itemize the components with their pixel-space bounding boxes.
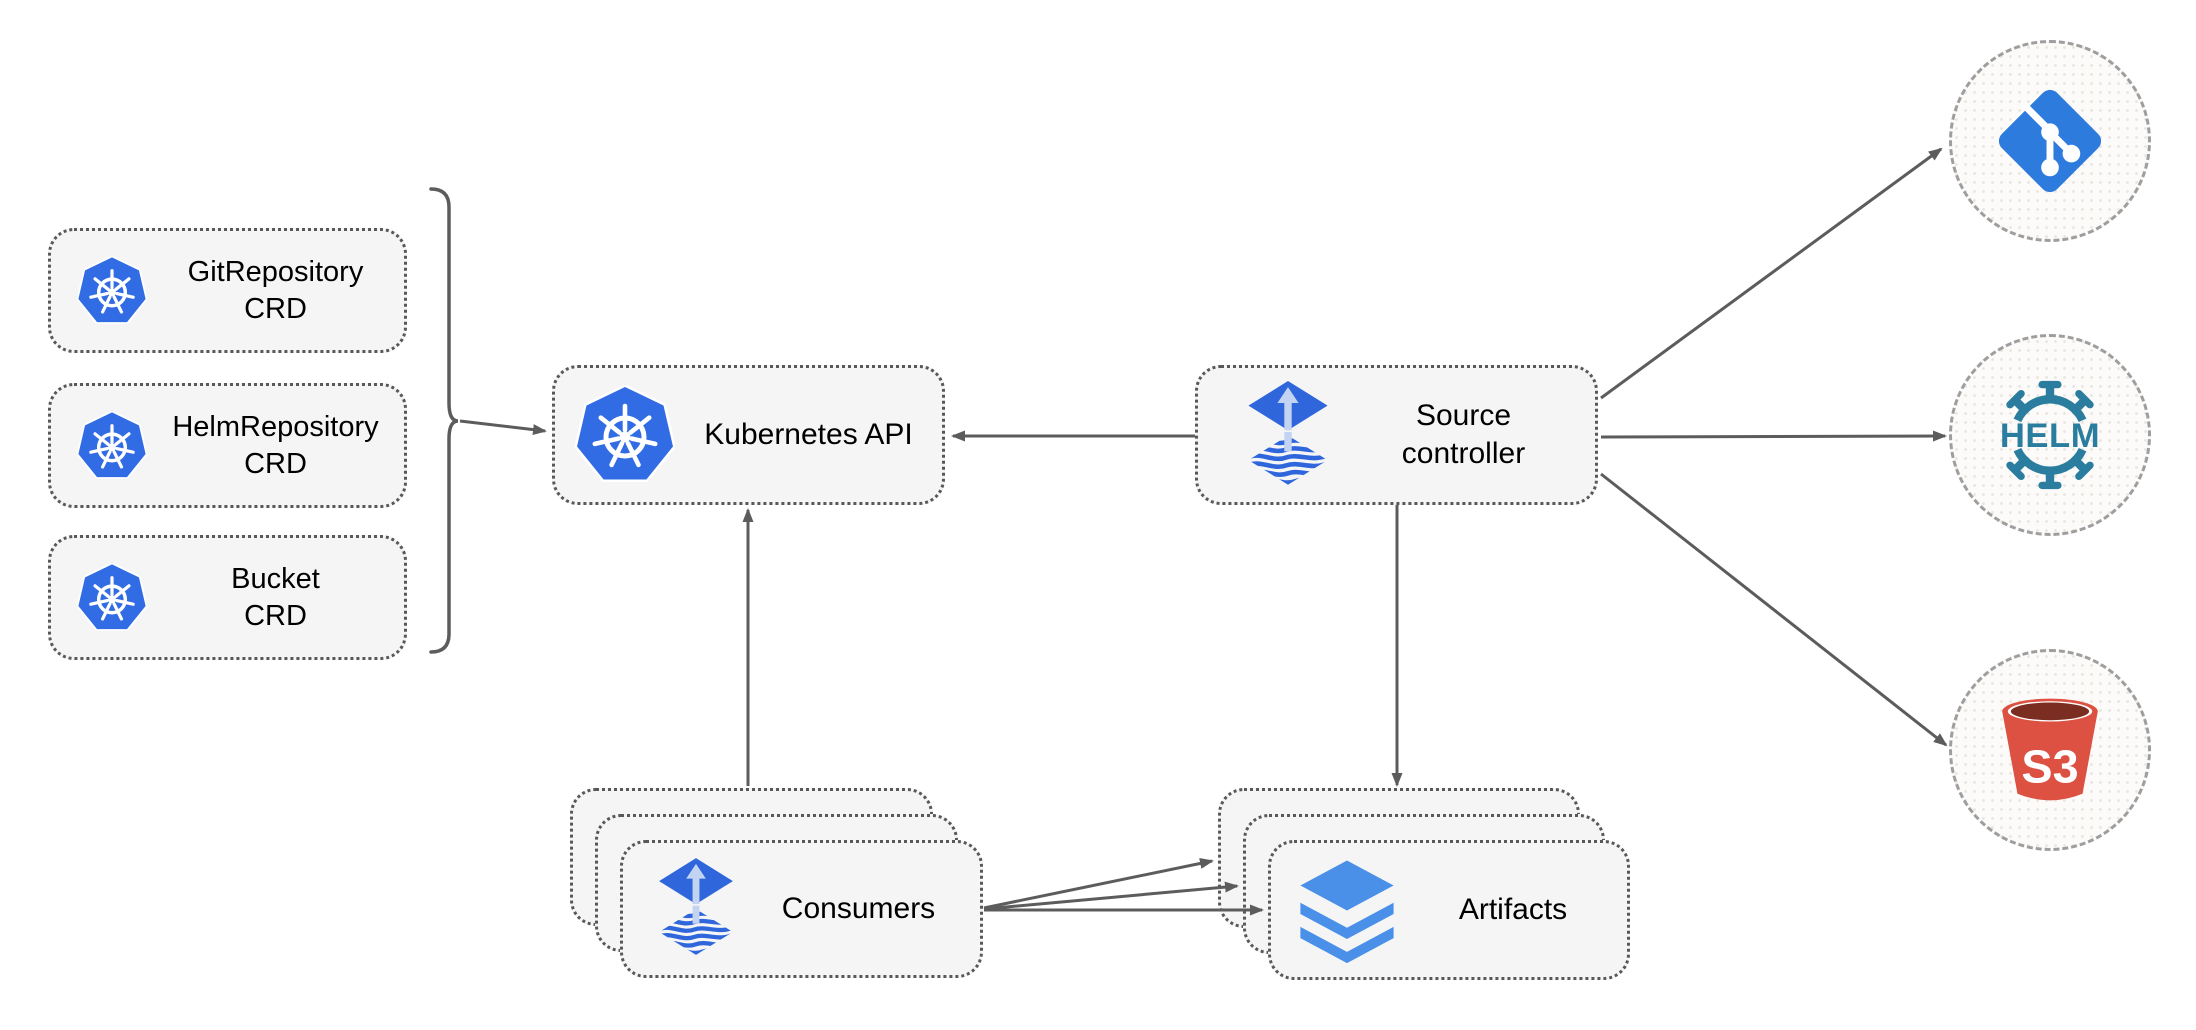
kubernetes-icon <box>77 256 147 326</box>
git-endpoint-circle <box>1949 40 2151 242</box>
helm-label: HELM <box>2000 417 2100 455</box>
source-controller-label: Source controller <box>1401 399 1526 470</box>
consumers-label: Consumers <box>781 892 936 925</box>
node-kubernetes-api: Kubernetes API <box>552 365 945 505</box>
flux-icon <box>1244 381 1332 490</box>
node-helmrepository-crd: HelmRepository CRD <box>48 383 407 508</box>
kubernetes-icon <box>575 385 675 485</box>
kubernetes-icon <box>77 411 147 481</box>
gitrepository-crd-label: GitRepository CRD <box>187 255 364 325</box>
node-artifacts: Artifacts <box>1268 840 1630 980</box>
kubernetes-icon <box>77 563 147 633</box>
helmrepository-crd-label: HelmRepository CRD <box>172 410 379 480</box>
node-source-controller: Source controller <box>1195 365 1598 505</box>
s3-icon: S3 <box>2002 698 2098 801</box>
helm-endpoint-circle: HELM <box>1949 334 2151 536</box>
s3-endpoint-circle: S3 <box>1949 649 2151 851</box>
node-gitrepository-crd: GitRepository CRD <box>48 228 407 353</box>
s3-label: S3 <box>2021 741 2078 793</box>
bucket-crd-label: Bucket CRD <box>231 562 320 632</box>
git-icon <box>1998 89 2102 193</box>
helm-icon: HELM <box>2000 380 2100 490</box>
artifacts-label: Artifacts <box>1458 893 1568 926</box>
flux-icon <box>655 858 737 960</box>
node-consumers: Consumers <box>620 840 983 978</box>
node-bucket-crd: Bucket CRD <box>48 535 407 660</box>
kubernetes-api-label: Kubernetes API <box>704 418 913 451</box>
layers-icon <box>1295 857 1399 964</box>
